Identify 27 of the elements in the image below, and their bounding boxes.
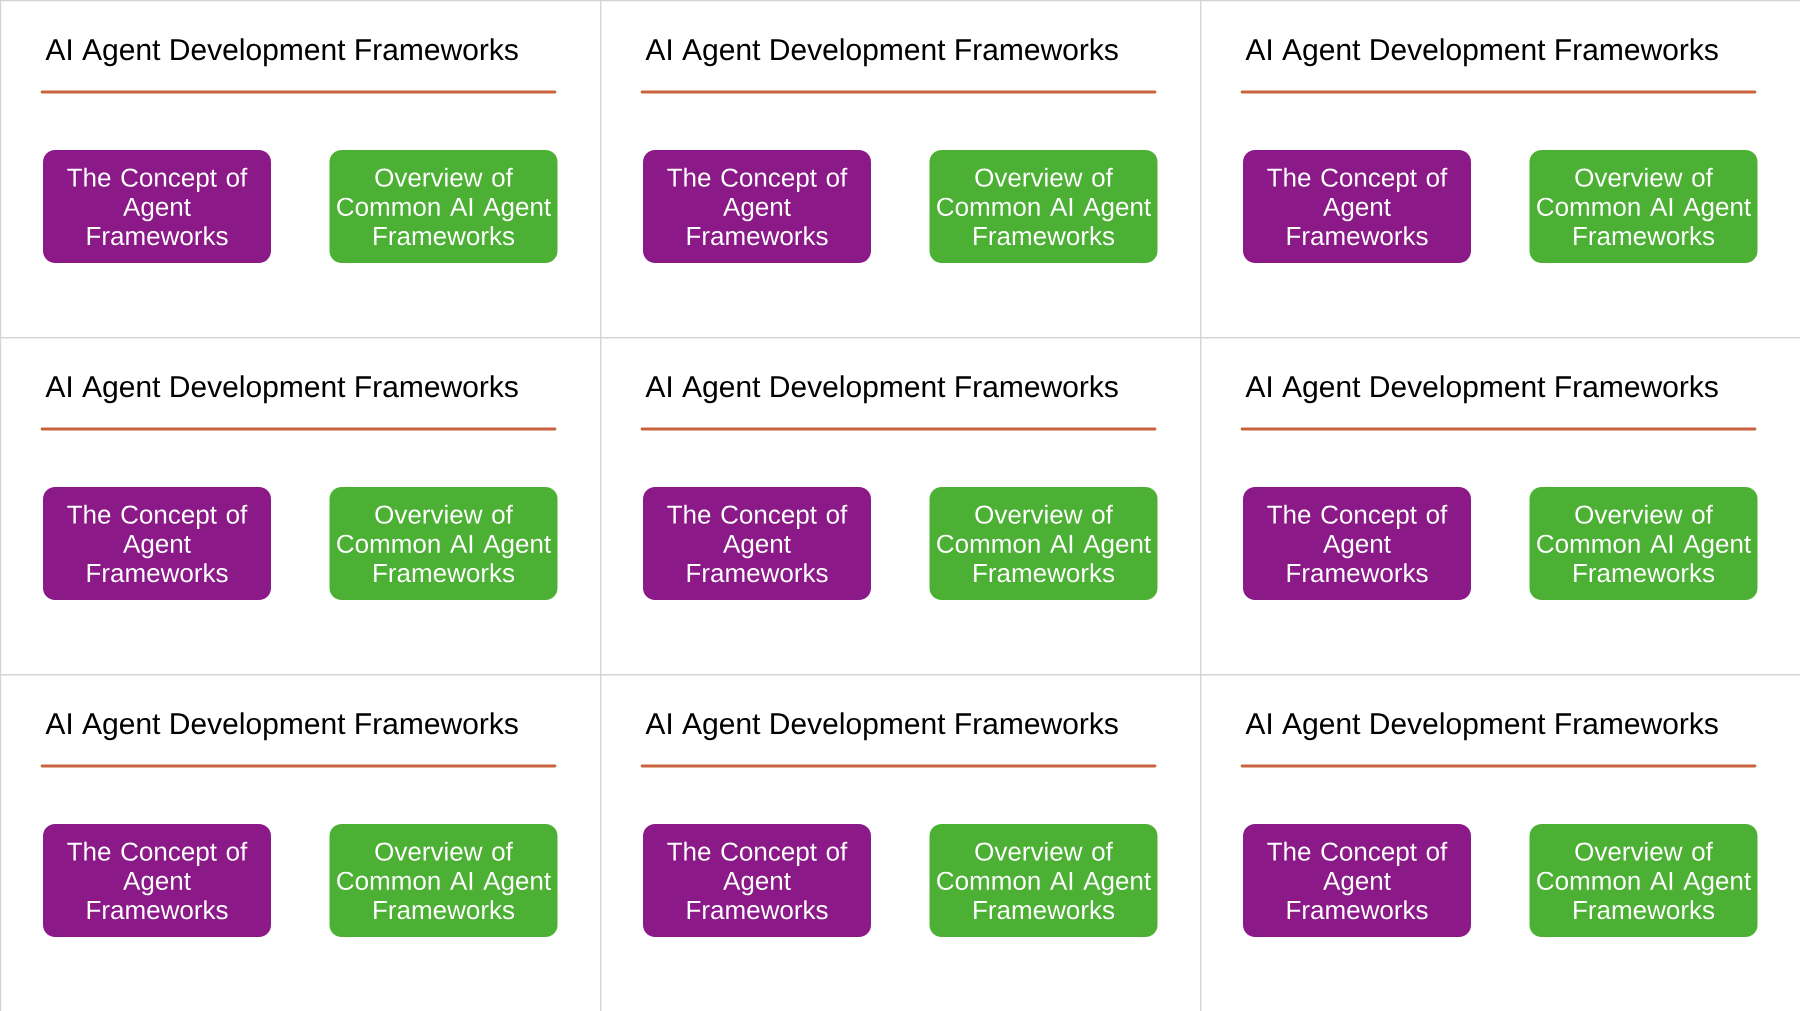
slide-title: AI Agent Development Frameworks — [645, 38, 1118, 67]
topic-box: The Concept of Agent Frameworks — [43, 487, 271, 600]
topic-box: Overview of Common AI Agent Frameworks — [1529, 487, 1758, 600]
slide-title: AI Agent Development Frameworks — [45, 38, 518, 67]
slide-title: AI Agent Development Frameworks — [45, 375, 518, 404]
topic-box: The Concept of Agent Frameworks — [1243, 487, 1471, 600]
topic-box: The Concept of Agent Frameworks — [43, 150, 271, 263]
slide-title: AI Agent Development Frameworks — [645, 375, 1118, 404]
slide-title: AI Agent Development Frameworks — [645, 712, 1118, 741]
slide-title: AI Agent Development Frameworks — [1245, 375, 1718, 404]
topic-box: Overview of Common AI Agent Frameworks — [929, 824, 1158, 937]
topic-box: The Concept of Agent Frameworks — [1243, 824, 1471, 937]
topic-box: Overview of Common AI Agent Frameworks — [929, 150, 1158, 263]
topic-box: The Concept of Agent Frameworks — [643, 150, 871, 263]
topic-box: Overview of Common AI Agent Frameworks — [929, 487, 1158, 600]
topic-box: Overview of Common AI Agent Frameworks — [1529, 824, 1758, 937]
topic-box: Overview of Common AI Agent Frameworks — [329, 487, 558, 600]
slide-title: AI Agent Development Frameworks — [45, 712, 518, 741]
topic-box: Overview of Common AI Agent Frameworks — [1529, 150, 1758, 263]
slide-title: AI Agent Development Frameworks — [1245, 38, 1718, 67]
topic-box: Overview of Common AI Agent Frameworks — [329, 824, 558, 937]
slide-title: AI Agent Development Frameworks — [1245, 712, 1718, 741]
topic-box: Overview of Common AI Agent Frameworks — [329, 150, 558, 263]
topic-box: The Concept of Agent Frameworks — [43, 824, 271, 937]
topic-box: The Concept of Agent Frameworks — [1243, 150, 1471, 263]
topic-box: The Concept of Agent Frameworks — [643, 824, 871, 937]
topic-box: The Concept of Agent Frameworks — [643, 487, 871, 600]
